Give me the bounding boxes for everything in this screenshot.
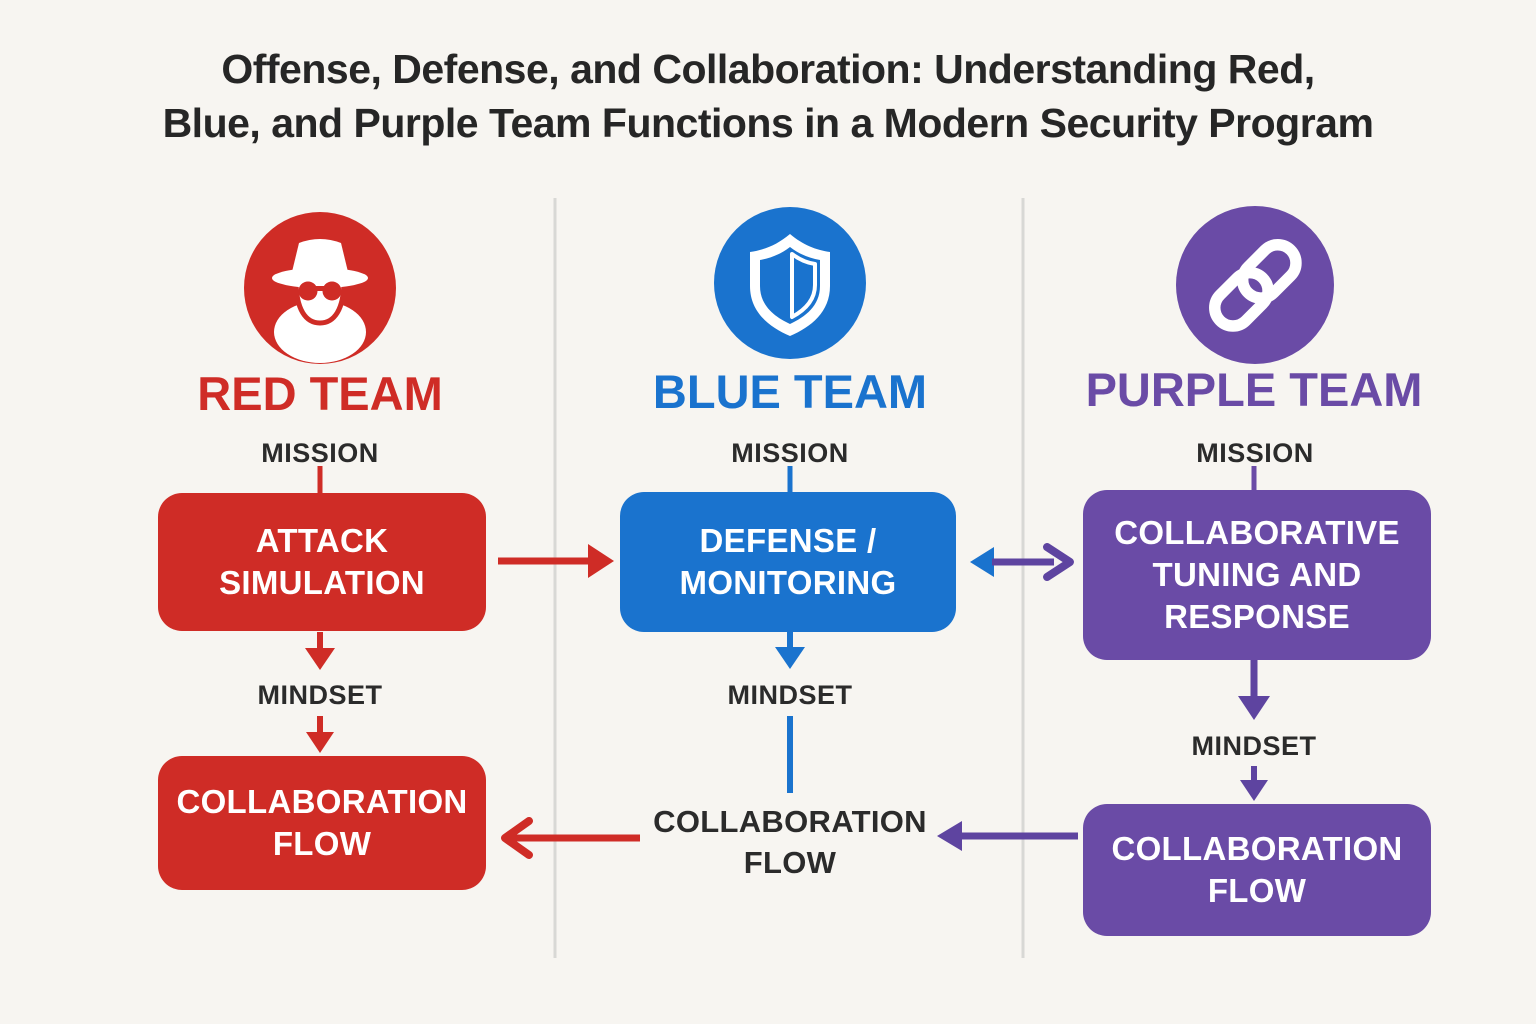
- blue-mission-box: DEFENSE / MONITORING: [620, 492, 956, 632]
- purple-collaboration-flow-box: COLLABORATION FLOW: [1083, 804, 1431, 936]
- blue-collaboration-flow-text: COLLABORATION FLOW: [653, 804, 927, 880]
- blue-box-to-mindset-arrow: [775, 632, 805, 669]
- purple-collaboration-flow-label: COLLABORATION FLOW: [1111, 829, 1403, 909]
- purple-mission-label: MISSION: [1196, 438, 1314, 468]
- purple-box-to-mindset-arrow: [1238, 660, 1270, 720]
- purple-team-title: PURPLE TEAM: [1085, 363, 1423, 416]
- purple-mission-box-label: COLLABORATIVE TUNING AND RESPONSE: [1114, 513, 1400, 636]
- blue-mission-label: MISSION: [731, 438, 849, 468]
- red-team-title: RED TEAM: [197, 367, 443, 420]
- title-line-1: Offense, Defense, and Collaboration: Und…: [221, 46, 1315, 92]
- blue-purple-bidirectional-arrow: [970, 543, 1074, 581]
- red-box-to-mindset-arrow: [305, 632, 335, 670]
- purple-mindset-label: MINDSET: [1191, 731, 1317, 761]
- red-collaboration-flow-label: COLLABORATION FLOW: [176, 782, 468, 862]
- red-collaboration-flow-box: COLLABORATION FLOW: [158, 756, 486, 890]
- red-team-badge: [244, 212, 396, 364]
- blue-team-badge: [714, 207, 866, 359]
- spy-incognito-icon: [244, 212, 396, 364]
- title-line-2: Blue, and Purple Team Functions in a Mod…: [162, 100, 1374, 147]
- red-mindset-to-flow-arrow: [306, 716, 334, 753]
- chain-link-icon: [1176, 206, 1334, 364]
- red-to-blue-arrow: [498, 544, 614, 578]
- blue-team-title: BLUE TEAM: [652, 365, 928, 418]
- purple-team-badge: [1176, 206, 1334, 364]
- purple-mindset-to-flow-arrow: [1240, 766, 1268, 801]
- blue-mission-box-label: DEFENSE / MONITORING: [679, 521, 897, 601]
- shield-icon: [714, 207, 866, 359]
- blue-mindset-label: MINDSET: [727, 680, 853, 710]
- purple-mission-box: COLLABORATIVE TUNING AND RESPONSE: [1083, 490, 1431, 660]
- page-title: Offense, Defense, and Collaboration: Und…: [0, 42, 1536, 150]
- red-mission-box-label: ATTACK SIMULATION: [219, 521, 425, 601]
- red-mission-label: MISSION: [261, 438, 379, 468]
- red-mindset-label: MINDSET: [257, 680, 383, 710]
- red-mission-box: ATTACK SIMULATION: [158, 493, 486, 631]
